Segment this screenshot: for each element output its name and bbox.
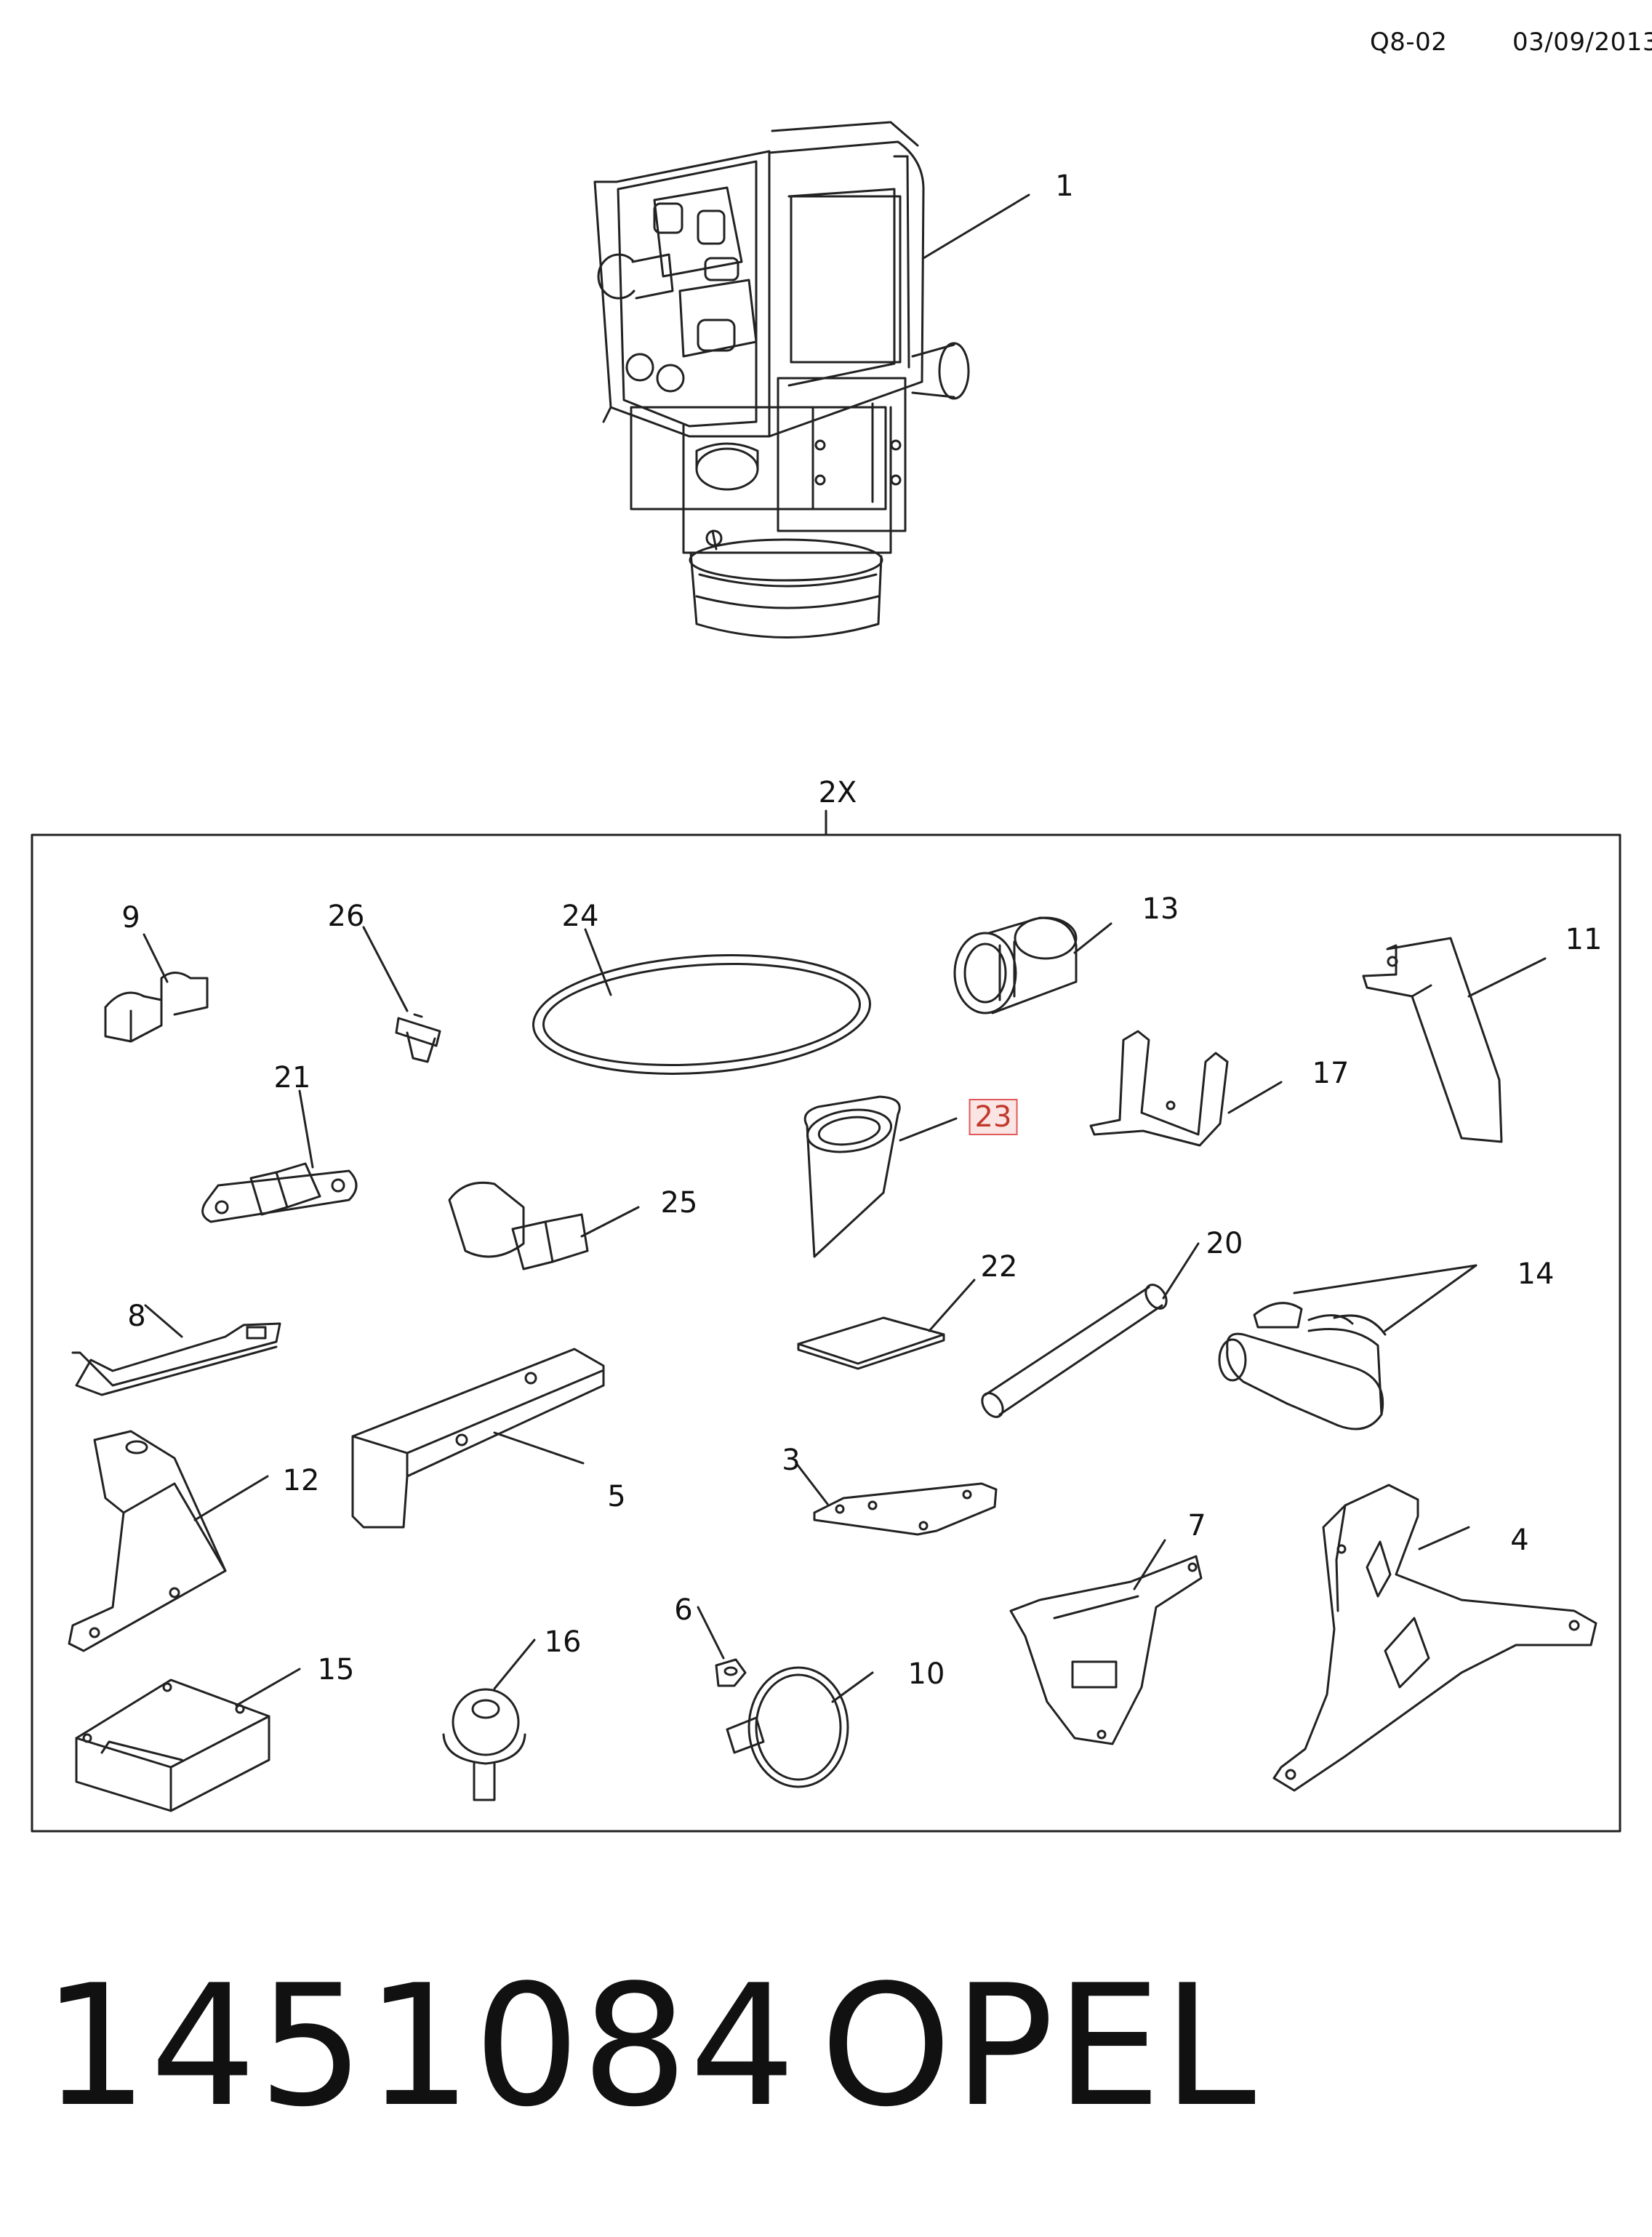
part-13-connector: [953, 916, 1078, 1015]
callout-25[interactable]: 25: [660, 1186, 698, 1220]
leader-22: [928, 1278, 976, 1332]
part-11-bracket: [1362, 937, 1503, 1143]
part-3-plate: [813, 1482, 998, 1536]
callout-8[interactable]: 8: [127, 1300, 146, 1333]
part-7-bracket: [1009, 1555, 1203, 1745]
leader-3: [795, 1462, 829, 1505]
callout-4[interactable]: 4: [1510, 1524, 1529, 1557]
leader-9: [143, 933, 169, 983]
leader-14a: [1293, 1264, 1477, 1294]
leader-10: [831, 1671, 874, 1703]
part-24-seal-ring: [532, 954, 872, 1075]
part-26-push-pin: [395, 1013, 441, 1063]
leader-4: [1418, 1526, 1470, 1550]
part-22-pad: [797, 1316, 945, 1370]
callout-9[interactable]: 9: [121, 901, 140, 935]
part-16-mount: [442, 1688, 526, 1801]
callout-6[interactable]: 6: [674, 1593, 693, 1627]
part-12-bracket: [68, 1430, 227, 1652]
callout-24[interactable]: 24: [561, 900, 599, 933]
leader-16: [493, 1638, 536, 1690]
callout-21[interactable]: 21: [273, 1061, 311, 1095]
leader-17: [1227, 1081, 1283, 1114]
kit-frame: [31, 833, 1621, 1833]
callout-14[interactable]: 14: [1517, 1257, 1555, 1291]
leader-14b: [1384, 1264, 1477, 1332]
leader-8: [144, 1304, 183, 1338]
part-1-assembly: [593, 121, 970, 639]
leader-20: [1162, 1242, 1200, 1300]
leader-1: [922, 193, 1030, 260]
part-6-nut: [715, 1658, 747, 1687]
callout-3[interactable]: 3: [782, 1444, 801, 1477]
callout-23[interactable]: 23: [969, 1099, 1018, 1135]
leader-15: [235, 1668, 301, 1707]
callout-17[interactable]: 17: [1312, 1057, 1350, 1090]
leader-12: [193, 1475, 269, 1521]
callout-10[interactable]: 10: [907, 1657, 945, 1691]
part-21-strap: [201, 1162, 358, 1223]
callout-16[interactable]: 16: [544, 1625, 582, 1659]
callout-26[interactable]: 26: [327, 900, 365, 933]
leader-24: [584, 928, 612, 996]
leader-11: [1467, 957, 1547, 998]
part-17-bracket: [1089, 1030, 1229, 1147]
leader-26: [362, 926, 409, 1012]
callout-11[interactable]: 11: [1565, 923, 1603, 956]
callout-12[interactable]: 12: [282, 1464, 320, 1497]
part-number: 1451084: [42, 1950, 798, 2144]
leader-25: [580, 1206, 640, 1238]
callout-22[interactable]: 22: [980, 1250, 1018, 1284]
leader-7: [1133, 1539, 1166, 1590]
part-4-bracket: [1272, 1484, 1597, 1792]
brand-name: OPEL: [820, 1950, 1258, 2144]
part-15-module: [75, 1678, 270, 1812]
part-8-bracket: [71, 1322, 281, 1396]
callout-15[interactable]: 15: [317, 1653, 355, 1686]
callout-5[interactable]: 5: [607, 1480, 626, 1513]
leader-6: [697, 1606, 725, 1660]
part-23-gasket: [803, 1095, 901, 1258]
callout-20[interactable]: 20: [1206, 1227, 1243, 1260]
part-25-clamp: [448, 1181, 589, 1270]
callout-7[interactable]: 7: [1187, 1509, 1206, 1542]
callout-13[interactable]: 13: [1142, 892, 1179, 926]
part-10-clamp: [726, 1666, 849, 1788]
part-5-bracket: [351, 1348, 605, 1529]
leader-13: [1073, 922, 1112, 954]
part-14-hose: [1218, 1302, 1387, 1430]
part-20-rod: [981, 1284, 1168, 1418]
part-9-clip: [104, 972, 209, 1043]
leader-23: [899, 1117, 958, 1142]
kit-label: 2X: [818, 776, 857, 809]
leader-21: [298, 1089, 314, 1169]
leader-5: [493, 1431, 585, 1465]
callout-1[interactable]: 1: [1055, 169, 1074, 203]
sheet-date: 03/09/2013: [1512, 28, 1652, 57]
sheet-code: Q8-02: [1370, 28, 1448, 57]
